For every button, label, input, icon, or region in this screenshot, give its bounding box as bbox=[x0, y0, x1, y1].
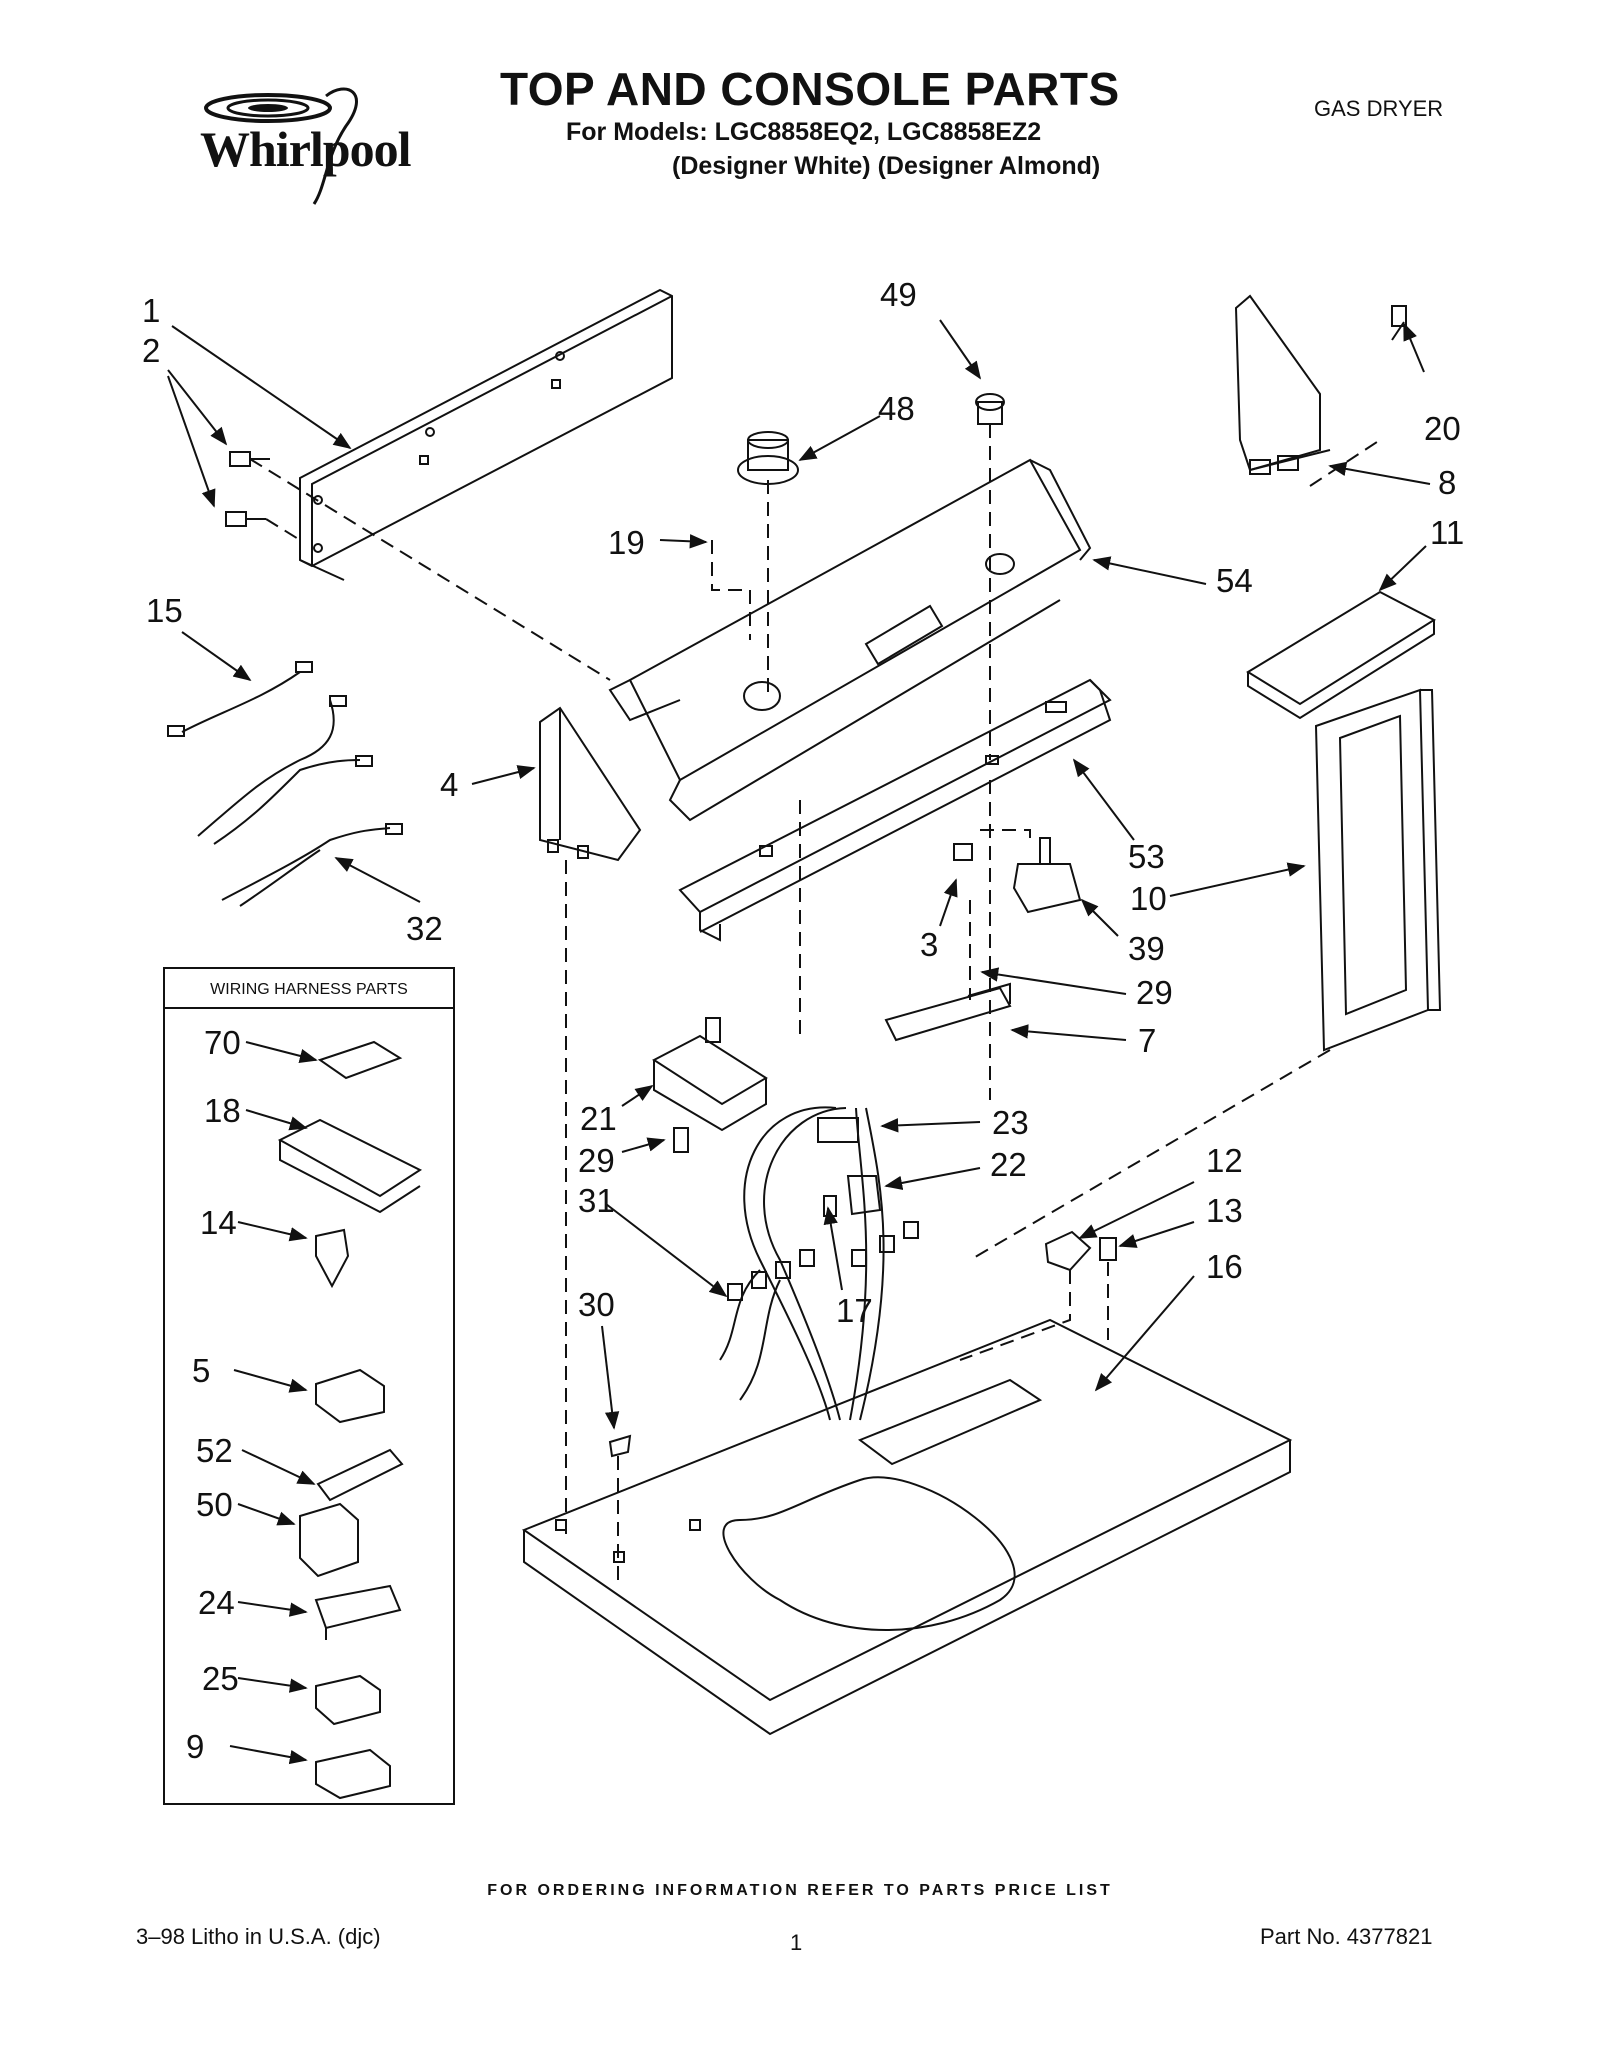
callout-39: 39 bbox=[1128, 930, 1165, 967]
harness-item-52: 52 bbox=[196, 1432, 233, 1469]
harness-box-labels: WIRING HARNESS PARTS 70 18 14 5 52 50 24… bbox=[186, 981, 408, 1765]
callout-2: 2 bbox=[142, 332, 160, 369]
callout-32: 32 bbox=[406, 910, 443, 947]
main-harness-drawing bbox=[719, 1106, 919, 1421]
console-panel-drawing bbox=[608, 458, 1092, 822]
leader-lines bbox=[167, 319, 1431, 1430]
harness-box-title: WIRING HARNESS PARTS bbox=[210, 981, 408, 998]
harness-parts-box bbox=[163, 967, 455, 1805]
part-number: Part No. 4377821 bbox=[1260, 1924, 1433, 1949]
callout-54: 54 bbox=[1216, 562, 1253, 599]
harness-item-50: 50 bbox=[196, 1486, 233, 1523]
harness-item-5: 5 bbox=[192, 1352, 210, 1389]
callout-10: 10 bbox=[1130, 880, 1167, 917]
callout-3: 3 bbox=[920, 926, 938, 963]
rear-bracket-drawing bbox=[299, 288, 673, 581]
callout-16: 16 bbox=[1206, 1248, 1243, 1285]
brand-name: Whirlpool bbox=[200, 121, 411, 177]
callout-48: 48 bbox=[878, 390, 915, 427]
callout-30: 30 bbox=[578, 1286, 615, 1323]
knob-drawing bbox=[737, 393, 1005, 485]
model-variants: (Designer White) (Designer Almond) bbox=[672, 152, 1101, 180]
callout-49: 49 bbox=[880, 276, 917, 313]
end-bracket-drawing bbox=[1234, 294, 1407, 475]
dryer-top-drawing bbox=[521, 1318, 1293, 1736]
callout-29-lower: 29 bbox=[578, 1142, 615, 1179]
litho-note: 3–98 Litho in U.S.A. (djc) bbox=[136, 1924, 381, 1949]
alignment-lines bbox=[249, 424, 1381, 1580]
clip-and-screw-drawing bbox=[1044, 1230, 1117, 1272]
console-components-drawing bbox=[884, 837, 1082, 1042]
callout-29-upper: 29 bbox=[1136, 974, 1173, 1011]
model-numbers: For Models: LGC8858EQ2, LGC8858EZ2 bbox=[566, 118, 1042, 146]
callout-20: 20 bbox=[1424, 410, 1461, 447]
top-cover-drawing bbox=[1246, 590, 1437, 720]
callout-numbers: 1 2 49 20 48 8 19 11 54 15 4 53 10 3 39 … bbox=[142, 276, 1464, 1329]
callout-53: 53 bbox=[1128, 838, 1165, 875]
callout-31: 31 bbox=[578, 1182, 615, 1219]
callout-11: 11 bbox=[1430, 514, 1464, 551]
timer-drawing bbox=[652, 1017, 768, 1153]
harness-item-9: 9 bbox=[186, 1728, 204, 1765]
harness-item-14: 14 bbox=[200, 1204, 237, 1241]
callout-8: 8 bbox=[1438, 464, 1456, 501]
callout-23: 23 bbox=[992, 1104, 1029, 1141]
console-base-drawing bbox=[678, 678, 1112, 942]
harness-item-70: 70 bbox=[204, 1024, 241, 1061]
callout-4: 4 bbox=[440, 766, 458, 803]
page-title: TOP AND CONSOLE PARTS bbox=[500, 63, 1120, 115]
screw-drawing bbox=[225, 451, 270, 527]
duct-frame-drawing bbox=[1314, 688, 1442, 1052]
end-cap-drawing bbox=[539, 706, 642, 862]
logo-swirl-icon bbox=[204, 87, 358, 205]
callout-21: 21 bbox=[580, 1100, 617, 1137]
wire-harness-drawing bbox=[167, 661, 403, 907]
callout-13: 13 bbox=[1206, 1192, 1243, 1229]
callout-19: 19 bbox=[608, 524, 645, 561]
callout-12: 12 bbox=[1206, 1142, 1243, 1179]
page-number: 1 bbox=[790, 1930, 803, 1955]
whirlpool-logo: Whirlpool bbox=[176, 86, 426, 206]
appliance-type: GAS DRYER bbox=[1314, 96, 1444, 121]
harness-item-24: 24 bbox=[198, 1584, 235, 1621]
harness-item-25: 25 bbox=[202, 1660, 239, 1697]
ordering-note: FOR ORDERING INFORMATION REFER TO PARTS … bbox=[487, 1882, 1113, 1899]
callout-15: 15 bbox=[146, 592, 183, 629]
callout-1: 1 bbox=[142, 292, 160, 329]
callout-22: 22 bbox=[990, 1146, 1027, 1183]
callout-17: 17 bbox=[836, 1292, 873, 1329]
clip-30-drawing bbox=[608, 1434, 632, 1458]
callout-7: 7 bbox=[1138, 1022, 1156, 1059]
harness-item-18: 18 bbox=[204, 1092, 241, 1129]
